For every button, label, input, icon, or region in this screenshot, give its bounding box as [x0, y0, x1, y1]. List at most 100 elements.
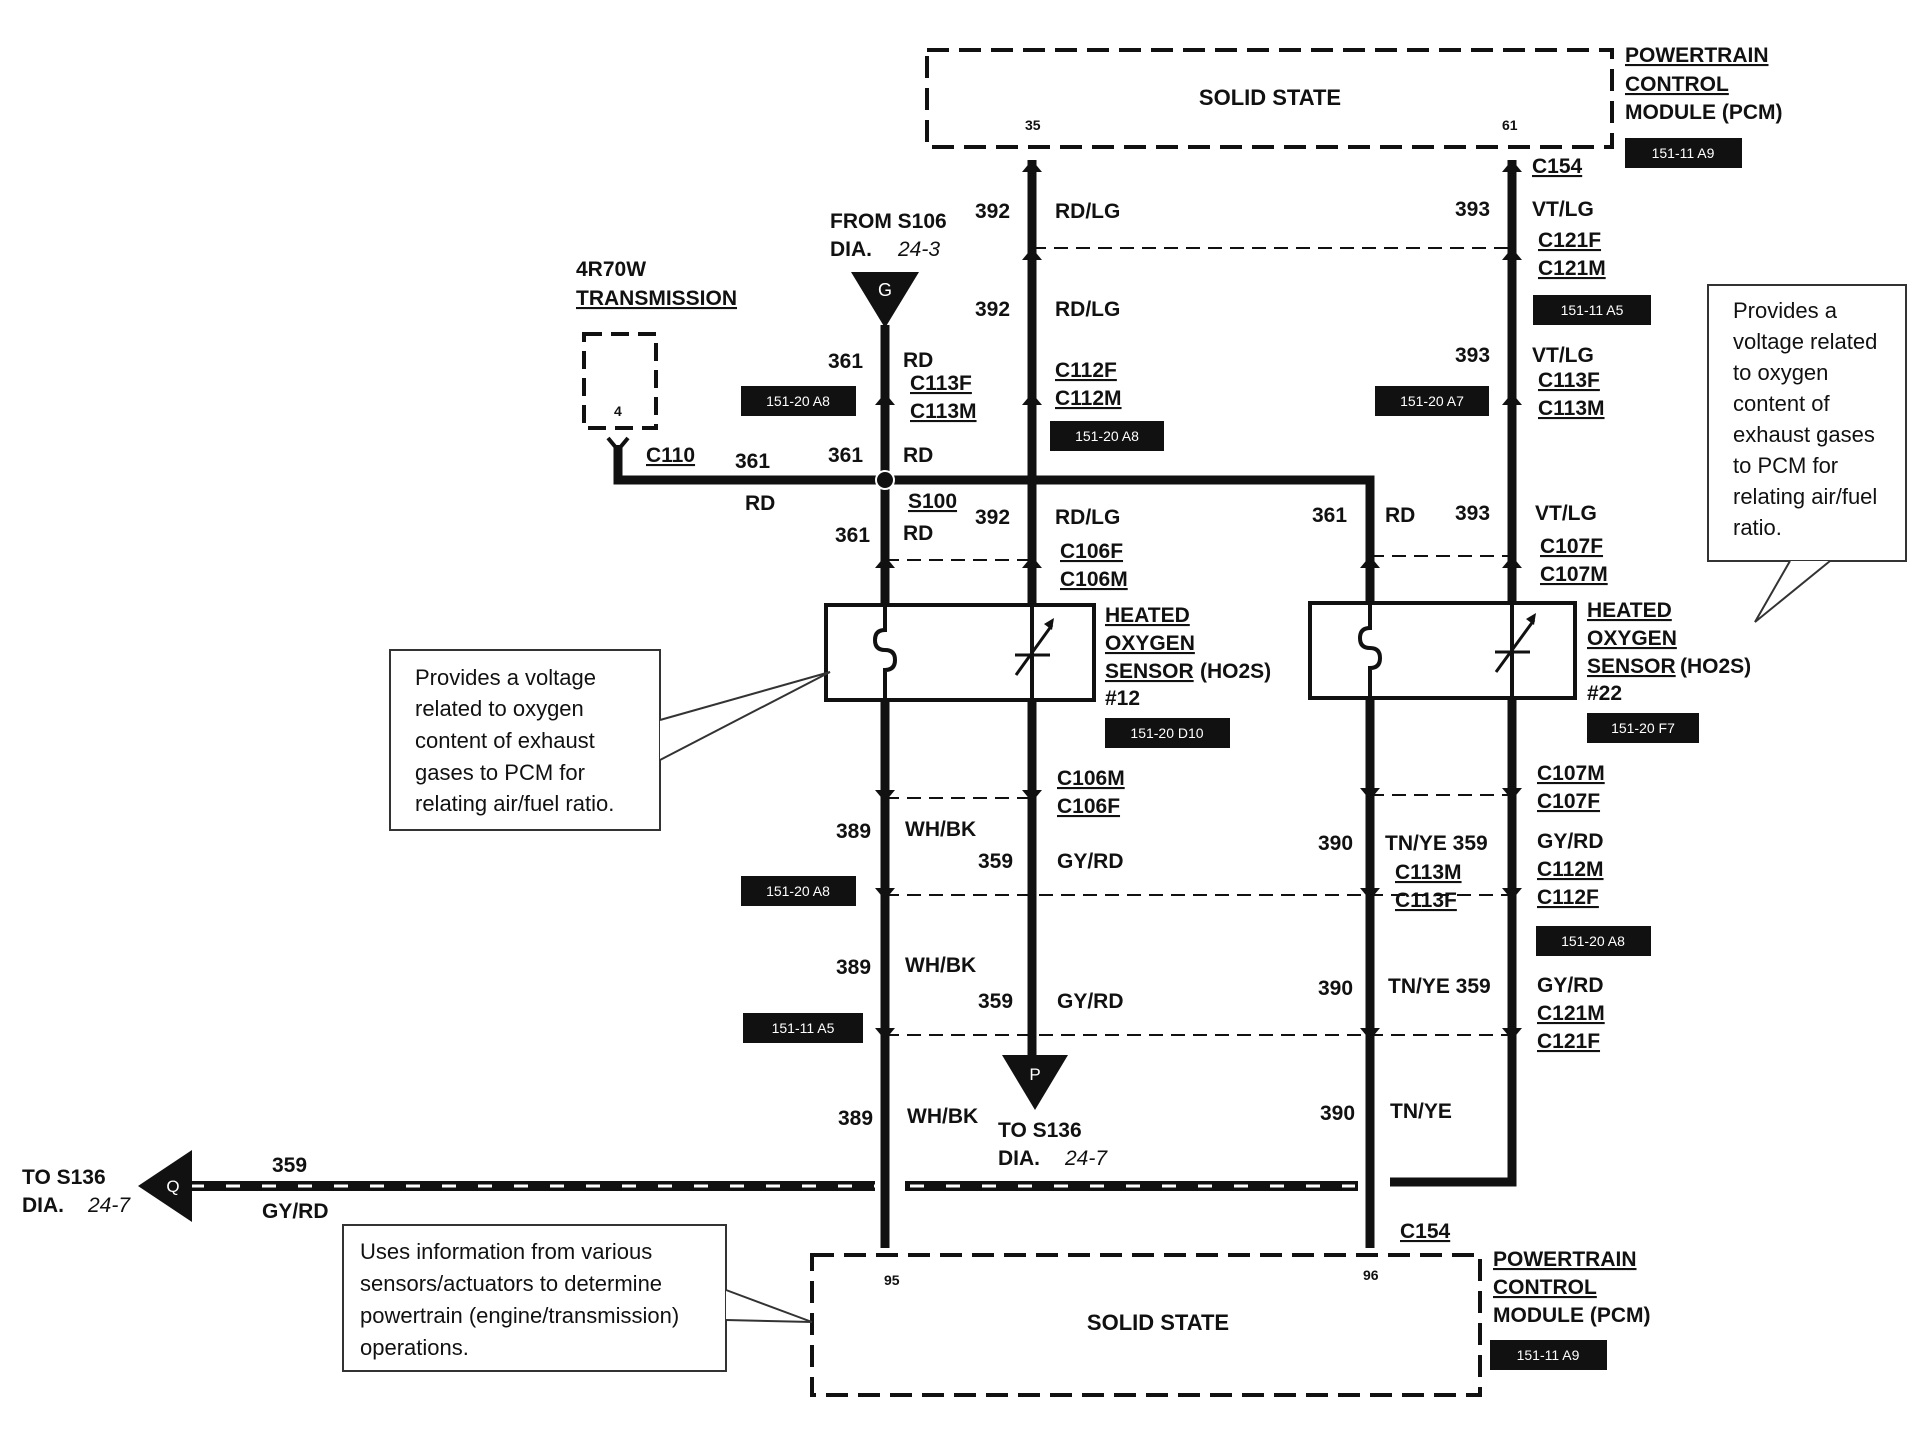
- svg-text:TO S136: TO S136: [998, 1119, 1082, 1142]
- to-s136-q-arrow: [138, 1150, 192, 1222]
- to-s136-p: P TO S136 DIA. 24-7: [998, 1055, 1108, 1170]
- svg-text:P: P: [1029, 1065, 1040, 1084]
- svg-text:WH/BK: WH/BK: [907, 1105, 978, 1128]
- svg-text:GY/RD: GY/RD: [1537, 974, 1604, 997]
- svg-text:SOLID STATE: SOLID STATE: [1087, 1310, 1229, 1335]
- variable-icon: [1494, 619, 1536, 673]
- svg-text:24-7: 24-7: [87, 1194, 131, 1217]
- connector-dashes: [885, 247, 1512, 1036]
- sensor1-box: [824, 603, 1096, 702]
- svg-text:361: 361: [828, 350, 863, 373]
- svg-text:relating air/fuel: relating air/fuel: [1733, 484, 1877, 509]
- svg-text:359: 359: [978, 850, 1013, 873]
- svg-text:relating air/fuel ratio.: relating air/fuel ratio.: [415, 791, 614, 816]
- svg-text:RD: RD: [1385, 504, 1415, 527]
- svg-text:C107M: C107M: [1540, 563, 1608, 586]
- svg-text:DIA.: DIA.: [830, 238, 872, 261]
- svg-text:(HO2S): (HO2S): [1200, 660, 1271, 683]
- svg-text:C112M: C112M: [1537, 858, 1604, 881]
- connector-pins: [875, 160, 1522, 1040]
- svg-text:24-3: 24-3: [897, 238, 940, 261]
- svg-text:GY/RD: GY/RD: [262, 1200, 329, 1223]
- svg-text:DIA.: DIA.: [998, 1147, 1040, 1170]
- svg-text:TN/YE 359: TN/YE 359: [1388, 975, 1491, 998]
- pcm-top-name-1: POWERTRAIN: [1625, 44, 1769, 67]
- svg-text:CONTROL: CONTROL: [1493, 1276, 1597, 1299]
- variable-icon: [1014, 624, 1054, 676]
- svg-text:C121F: C121F: [1537, 1030, 1600, 1053]
- svg-text:Q: Q: [166, 1177, 179, 1196]
- to-s136-q: Q TO S136 DIA. 24-7 359 GY/RD: [22, 1150, 329, 1223]
- svg-text:C113M: C113M: [910, 400, 977, 423]
- svg-text:VT/LG: VT/LG: [1535, 502, 1597, 525]
- callout-left: Provides a voltage related to oxygen con…: [389, 649, 831, 831]
- svg-text:24-7: 24-7: [1064, 1147, 1108, 1170]
- svg-text:C121M: C121M: [1537, 1002, 1605, 1025]
- svg-text:RD: RD: [745, 492, 775, 515]
- svg-text:MODULE (PCM): MODULE (PCM): [1493, 1304, 1650, 1327]
- svg-text:sensors/actuators to determine: sensors/actuators to determine: [360, 1271, 662, 1296]
- svg-text:RD/LG: RD/LG: [1055, 298, 1120, 321]
- svg-text:operations.: operations.: [360, 1335, 469, 1360]
- svg-text:390: 390: [1318, 977, 1353, 1000]
- svg-text:voltage related: voltage related: [1733, 329, 1877, 354]
- c110-label: C110: [646, 444, 695, 467]
- svg-text:gases to PCM for: gases to PCM for: [415, 760, 585, 785]
- svg-text:related to oxygen: related to oxygen: [415, 696, 584, 721]
- svg-text:Uses information from various: Uses information from various: [360, 1239, 652, 1264]
- callout-bottom: Uses information from various sensors/ac…: [342, 1224, 813, 1372]
- svg-text:392: 392: [975, 298, 1010, 321]
- svg-text:151-11 A5: 151-11 A5: [772, 1020, 835, 1036]
- svg-text:RD: RD: [903, 444, 933, 467]
- svg-text:exhaust gases: exhaust gases: [1733, 422, 1875, 447]
- svg-text:C106F: C106F: [1057, 795, 1120, 818]
- svg-text:151-20 A8: 151-20 A8: [766, 883, 830, 899]
- svg-text:Provides a voltage: Provides a voltage: [415, 665, 596, 690]
- svg-text:RD: RD: [903, 522, 933, 545]
- svg-text:#12: #12: [1105, 687, 1140, 710]
- svg-text:powertrain (engine/transmissio: powertrain (engine/transmission): [360, 1303, 679, 1328]
- svg-text:151-20 D10: 151-20 D10: [1130, 725, 1203, 741]
- svg-text:151-20 A8: 151-20 A8: [1561, 933, 1625, 949]
- svg-text:content of exhaust: content of exhaust: [415, 728, 595, 753]
- svg-text:C106M: C106M: [1057, 767, 1125, 790]
- svg-text:361: 361: [835, 524, 870, 547]
- svg-text:WH/BK: WH/BK: [905, 954, 976, 977]
- svg-text:389: 389: [838, 1107, 873, 1130]
- pcm-top-name-3: MODULE (PCM): [1625, 101, 1782, 124]
- pcm-top-connector: C154: [1532, 155, 1583, 178]
- svg-text:151-20 A7: 151-20 A7: [1400, 393, 1464, 409]
- svg-text:(HO2S): (HO2S): [1680, 655, 1751, 678]
- svg-text:C113M: C113M: [1395, 861, 1462, 884]
- svg-text:RD: RD: [903, 349, 933, 372]
- pcm-top-title: SOLID STATE: [1199, 85, 1341, 110]
- svg-text:151-20 F7: 151-20 F7: [1611, 720, 1675, 736]
- wire-361-horizontal: [613, 445, 1375, 605]
- svg-text:96: 96: [1363, 1267, 1379, 1283]
- transmission: 4R70W TRANSMISSION 4 C110 361 RD: [576, 258, 775, 515]
- svg-text:OXYGEN: OXYGEN: [1105, 632, 1195, 655]
- svg-text:VT/LG: VT/LG: [1532, 198, 1594, 221]
- svg-text:SENSOR: SENSOR: [1587, 655, 1676, 678]
- svg-text:Provides a: Provides a: [1733, 298, 1838, 323]
- svg-text:389: 389: [836, 820, 871, 843]
- svg-text:content of: content of: [1733, 391, 1831, 416]
- sensor-ho2s-12: HEATED OXYGEN SENSOR (HO2S) #12 151-20 D…: [824, 603, 1271, 748]
- svg-text:C154: C154: [1400, 1220, 1451, 1243]
- from-s106: FROM S106 DIA. 24-3 G: [830, 210, 947, 328]
- svg-text:WH/BK: WH/BK: [905, 818, 976, 841]
- svg-text:389: 389: [836, 956, 871, 979]
- svg-text:RD/LG: RD/LG: [1055, 200, 1120, 223]
- svg-text:C113F: C113F: [1395, 889, 1457, 912]
- svg-text:C113F: C113F: [910, 372, 972, 395]
- svg-text:C113M: C113M: [1538, 397, 1605, 420]
- svg-text:HEATED: HEATED: [1587, 599, 1672, 622]
- wires: [185, 160, 1517, 1248]
- transmission-box: [582, 332, 658, 430]
- svg-text:C121M: C121M: [1538, 257, 1606, 280]
- sensor-ho2s-22: HEATED OXYGEN SENSOR (HO2S) #22 151-20 F…: [1308, 599, 1751, 743]
- svg-text:151-11 A9: 151-11 A9: [1517, 1347, 1580, 1363]
- svg-text:393: 393: [1455, 502, 1490, 525]
- svg-text:392: 392: [975, 200, 1010, 223]
- svg-text:TN/YE 359: TN/YE 359: [1385, 832, 1488, 855]
